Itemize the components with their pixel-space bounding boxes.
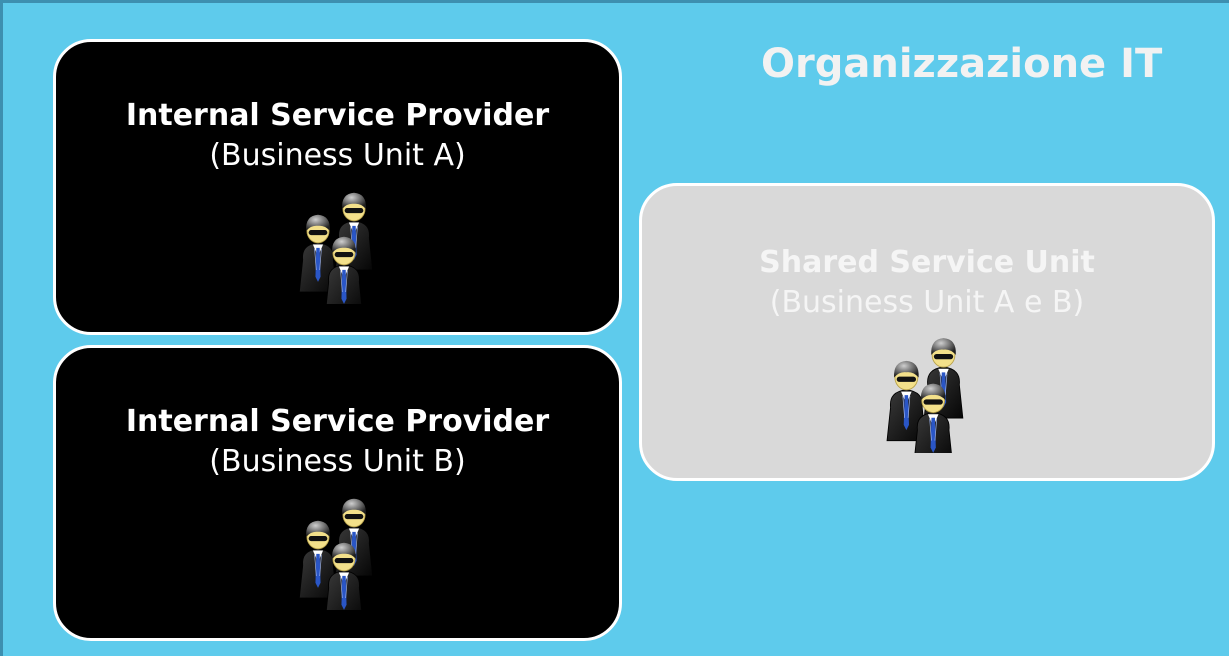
box-subtitle: (Business Unit A e B) <box>769 285 1085 320</box>
box-title: Shared Service Unit <box>759 245 1095 280</box>
people-group-icon <box>298 498 373 610</box>
people-group-icon <box>886 337 964 453</box>
organization-title: Organizzazione IT <box>761 41 1163 87</box>
box-subtitle: (Business Unit B) <box>209 444 466 479</box>
people-group-icon <box>298 192 373 304</box>
box-title: Internal Service Provider <box>125 404 550 439</box>
box-subtitle: (Business Unit A) <box>209 138 466 173</box>
box-title: Internal Service Provider <box>125 98 550 133</box>
internal-service-provider-b-box: Internal Service Provider (Business Unit… <box>53 345 622 641</box>
internal-service-provider-a-box: Internal Service Provider (Business Unit… <box>53 39 622 335</box>
shared-service-unit-box: Shared Service Unit (Business Unit A e B… <box>639 183 1215 481</box>
